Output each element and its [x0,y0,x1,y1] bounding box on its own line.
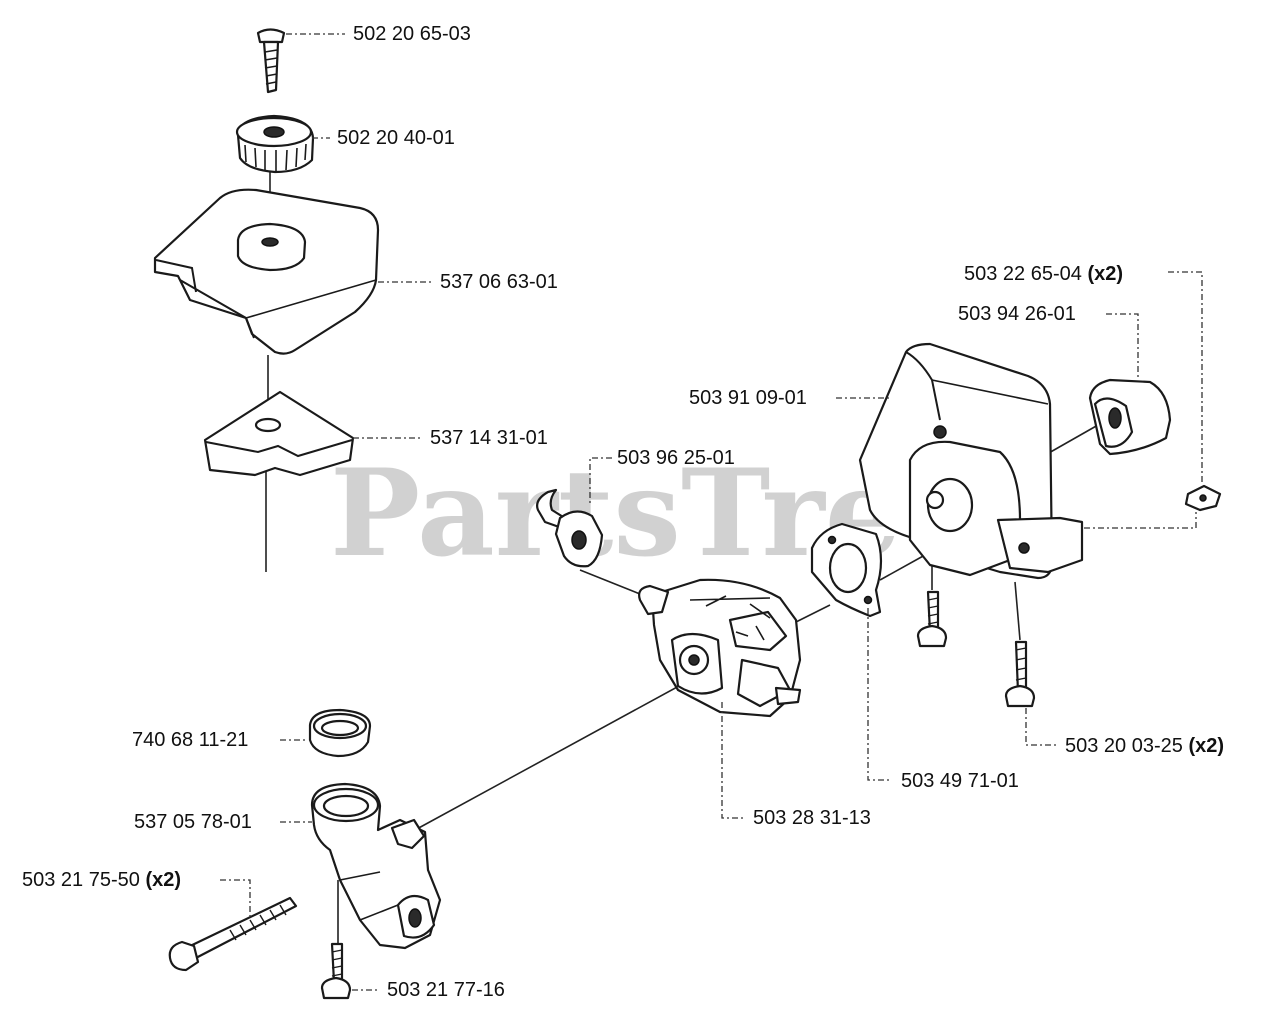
knob-icon [235,114,315,174]
choke-lever-icon [1088,378,1172,456]
part-label: 537 14 31-01 [430,427,548,449]
part-label: 503 28 31-13 [753,807,871,829]
carburetor-icon [638,578,802,718]
part-label: 503 96 25-01 [617,447,735,469]
nut-icon [1184,484,1222,512]
screw-icon [256,28,286,94]
part-label: 503 91 09-01 [689,387,807,409]
filter-housing-icon [858,342,1084,580]
bolt-icon [168,896,298,972]
part-label: 502 20 65-03 [353,23,471,45]
part-label: 503 22 65-04 (x2) [964,263,1124,285]
part-label: 503 21 75-50 (x2) [22,869,182,891]
part-label: 503 94 26-01 [958,303,1076,325]
screw-icon [1004,640,1036,708]
bracket-icon [536,488,604,568]
axis-line [1014,581,1021,641]
screw-icon [320,942,352,1000]
part-label: 503 20 03-25 (x2) [1065,735,1225,757]
screw-icon [916,590,948,648]
part-label: 537 05 78-01 [134,811,252,833]
part-label: 740 68 11-21 [132,729,249,751]
axis-line [879,554,926,581]
leader-lines [220,33,1203,991]
part-label: 537 06 63-01 [440,271,558,293]
seal-ring-icon [308,708,372,758]
filter-cover-icon [153,188,380,355]
part-label: 502 20 40-01 [337,127,455,149]
filter-element-icon [203,390,355,477]
gasket-icon [810,522,883,618]
intake-adapter-icon [310,782,442,950]
part-label: 503 21 77-16 [387,979,505,1001]
part-label: 503 49 71-01 [901,770,1019,792]
axis-line [414,679,691,831]
